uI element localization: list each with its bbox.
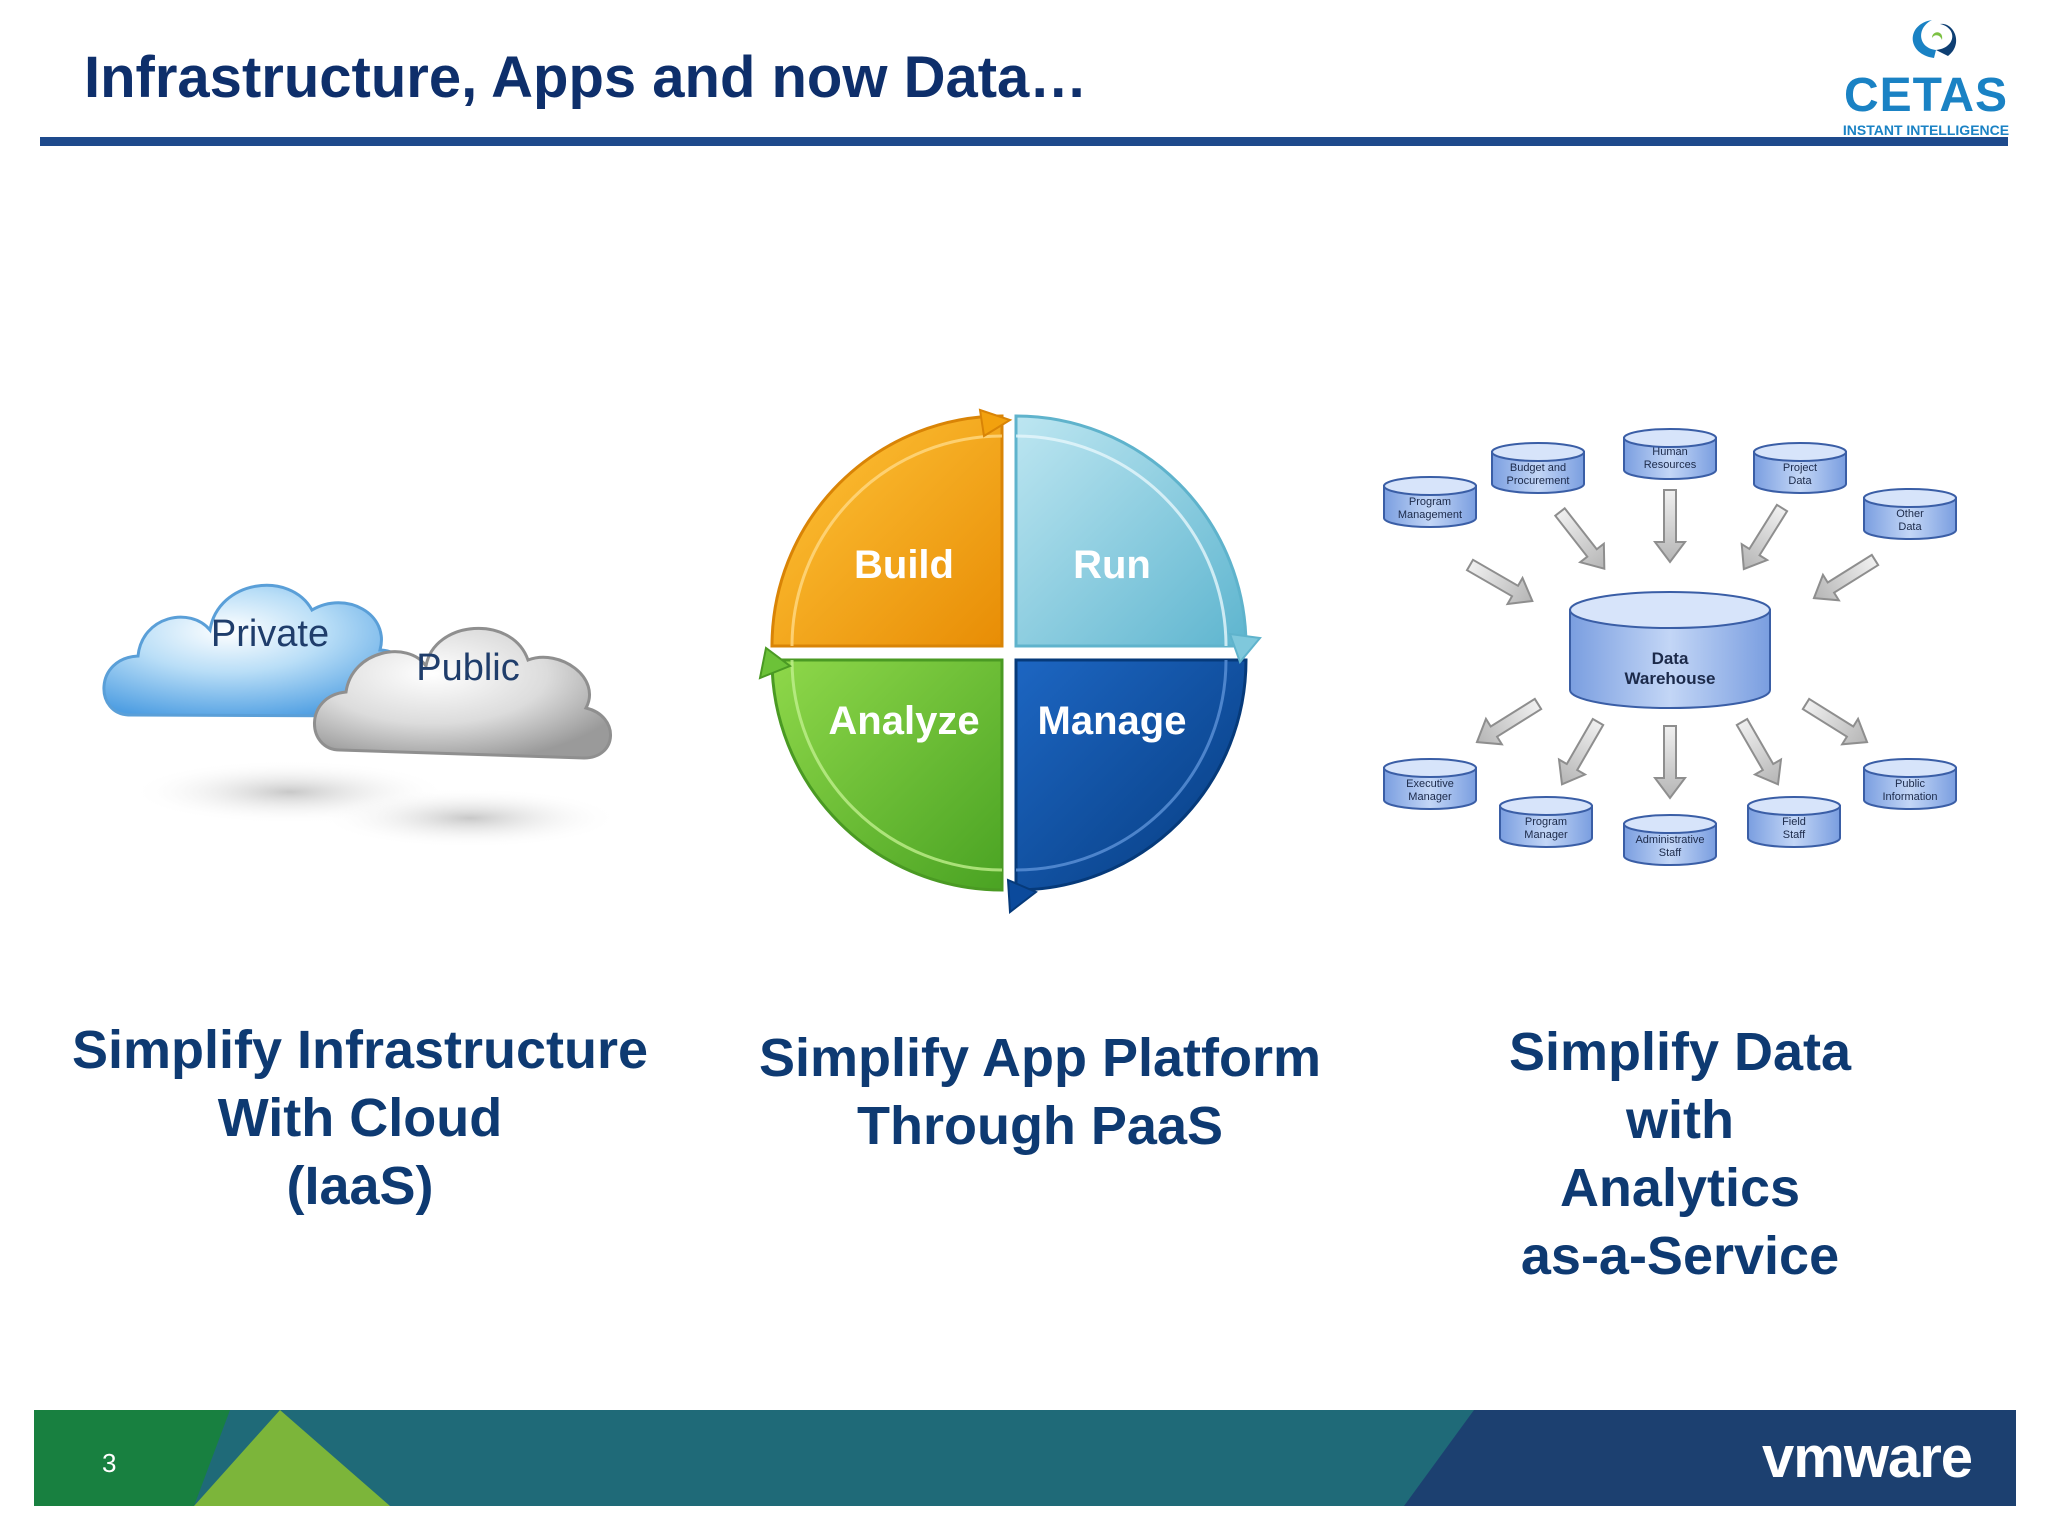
manage-arrowhead <box>1006 878 1038 914</box>
db-public-information: Public Information <box>1863 758 1957 810</box>
arrow-program-mgmt <box>1465 558 1534 606</box>
page-number: 3 <box>102 1448 117 1478</box>
svg-text:Human: Human <box>1652 446 1687 458</box>
caption-infrastructure-line2: With Cloud <box>217 1088 503 1148</box>
build-arrowhead <box>978 408 1013 438</box>
build-quadrant <box>770 414 1004 648</box>
svg-text:Public: Public <box>1895 778 1925 790</box>
caption-data-line3: Analytics <box>1559 1158 1801 1218</box>
svg-text:Program: Program <box>1409 496 1451 508</box>
svg-text:Other: Other <box>1896 508 1924 520</box>
svg-text:Administrative: Administrative <box>1635 834 1704 846</box>
svg-text:Executive: Executive <box>1406 778 1454 790</box>
caption-app-platform-line2: Through PaaS <box>856 1096 1224 1156</box>
db-program-manager: Program Manager <box>1499 796 1593 848</box>
db-executive-manager: Executive Manager <box>1383 758 1477 810</box>
caption-infrastructure-line1: Simplify Infrastructure <box>71 1020 649 1080</box>
svg-text:Management: Management <box>1398 509 1462 521</box>
svg-text:Resources: Resources <box>1644 459 1697 471</box>
svg-text:Field: Field <box>1782 816 1806 828</box>
db-budget-procurement: Budget and Procurement <box>1491 442 1585 494</box>
arrow-other <box>1812 553 1880 602</box>
analyze-label: Analyze <box>828 699 979 743</box>
manage-quadrant <box>1014 658 1248 892</box>
caption-infrastructure: Simplify Infrastructure With Cloud (IaaS… <box>40 1016 680 1220</box>
build-label: Build <box>854 543 954 587</box>
cloud-shadow-right <box>320 788 620 848</box>
arrow-budget <box>1553 506 1606 571</box>
public-cloud-label: Public <box>416 647 520 689</box>
db-administrative-staff: Administrative Staff <box>1623 814 1717 866</box>
cetas-logo: CETAS INSTANT INTELLIGENCE <box>1836 10 2016 138</box>
svg-text:Information: Information <box>1882 791 1937 803</box>
svg-text:Project: Project <box>1783 462 1817 474</box>
caption-app-platform: Simplify App Platform Through PaaS <box>720 1024 1360 1160</box>
analyze-arrowhead <box>758 646 793 680</box>
db-project-data: Project Data <box>1753 442 1847 494</box>
caption-data-line1: Simplify Data <box>1508 1022 1852 1082</box>
logo-tagline: INSTANT INTELLIGENCE <box>1842 122 2010 138</box>
warehouse-label-line1: Data <box>1652 649 1689 668</box>
manage-label: Manage <box>1038 699 1187 743</box>
svg-text:Procurement: Procurement <box>1507 475 1570 487</box>
svg-text:Manager: Manager <box>1408 791 1452 803</box>
arrow-field <box>1735 717 1783 786</box>
svg-text:Data: Data <box>1898 521 1922 533</box>
title-rule <box>40 137 2008 146</box>
svg-text:Staff: Staff <box>1783 829 1806 841</box>
db-other-data: Other Data <box>1863 488 1957 540</box>
data-warehouse-diagram: Data Warehouse Program Management Budget… <box>1370 420 1970 880</box>
run-label: Run <box>1073 543 1151 587</box>
arrow-public <box>1801 697 1869 746</box>
private-cloud-label: Private <box>211 613 329 655</box>
caption-infrastructure-line3: (IaaS) <box>286 1156 434 1216</box>
cloud-graphic: Private Public <box>90 510 630 850</box>
arrow-executive <box>1475 697 1543 746</box>
data-warehouse-cylinder: Data Warehouse <box>1569 591 1771 709</box>
caption-app-platform-line1: Simplify App Platform <box>758 1028 1322 1088</box>
lifecycle-diagram: Build Run Analyze Manage <box>740 390 1280 930</box>
vmware-logo: vmware <box>1762 1425 1973 1490</box>
svg-text:Manager: Manager <box>1524 829 1568 841</box>
swirl-icon <box>1912 20 1957 58</box>
svg-text:Data: Data <box>1788 475 1812 487</box>
slide-title: Infrastructure, Apps and now Data… <box>84 45 1088 110</box>
arrow-project <box>1740 503 1789 571</box>
arrow-program-manager <box>1557 717 1605 786</box>
svg-text:Program: Program <box>1525 816 1567 828</box>
footer-band <box>34 1410 2016 1506</box>
public-cloud-shape <box>313 627 612 760</box>
svg-text:Budget and: Budget and <box>1510 462 1566 474</box>
run-arrowhead <box>1228 632 1262 664</box>
caption-data: Simplify Data with Analytics as-a-Servic… <box>1360 1018 2000 1290</box>
caption-data-line4: as-a-Service <box>1520 1226 1840 1286</box>
svg-text:Staff: Staff <box>1659 847 1682 859</box>
arrow-admin <box>1653 725 1687 800</box>
caption-data-line2: with <box>1626 1090 1734 1150</box>
analyze-quadrant <box>770 658 1004 892</box>
db-program-management: Program Management <box>1383 476 1477 528</box>
arrow-hr <box>1653 489 1687 564</box>
run-quadrant <box>1014 414 1248 648</box>
warehouse-label-line2: Warehouse <box>1624 669 1715 688</box>
logo-wordmark: CETAS <box>1843 69 2009 122</box>
db-field-staff: Field Staff <box>1747 796 1841 848</box>
db-human-resources: Human Resources <box>1623 428 1717 480</box>
